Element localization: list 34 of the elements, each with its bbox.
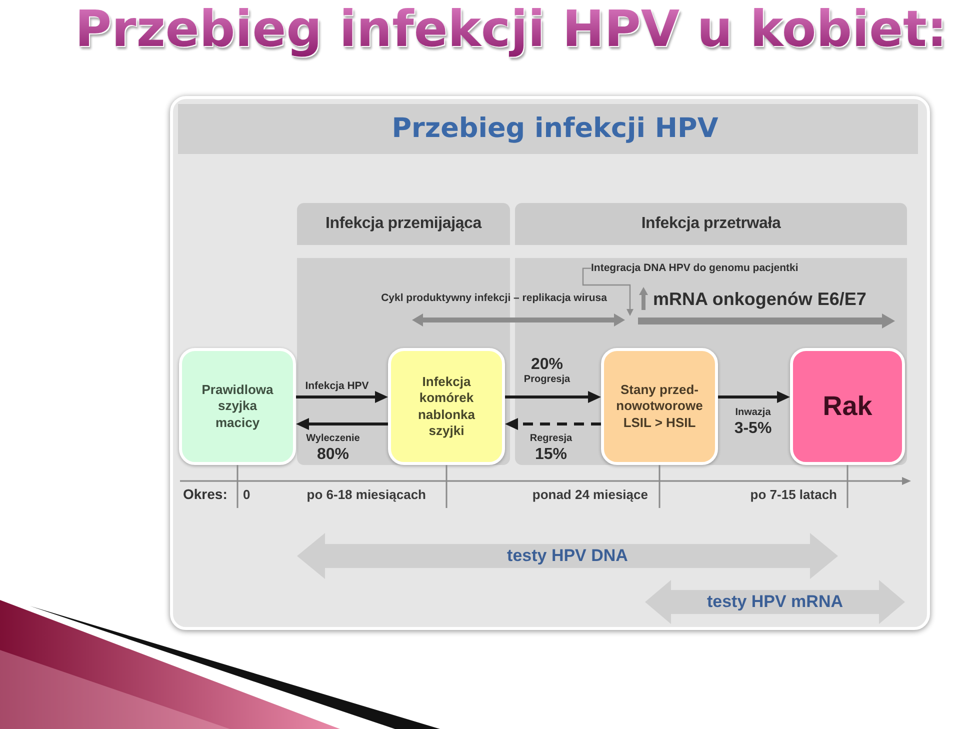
- arrow: [505, 391, 601, 403]
- band-heading: Infekcja przetrwała: [641, 214, 781, 234]
- time-label: po 7-15 latach: [750, 487, 837, 503]
- edge-label: Infekcja HPV: [305, 380, 369, 392]
- edge-label: 20% Progresja: [522, 356, 572, 386]
- phase-band: [297, 203, 510, 465]
- time-label: ponad 24 miesiące: [532, 487, 648, 503]
- phase-band: [515, 203, 907, 465]
- stage-box: [388, 348, 505, 465]
- range-label: mRNA onkogenów E6/E7: [653, 288, 866, 310]
- stage-label: Prawidlowa szyjka macicy: [200, 382, 274, 431]
- arrow: [718, 391, 790, 403]
- range-label: Cykl produktywny infekcji – replikacja wirusa: [381, 292, 607, 305]
- arrow-label: testy HPV DNA: [507, 546, 628, 566]
- stage-label: Rak: [822, 390, 872, 423]
- band-heading: Infekcja przemijająca: [326, 214, 482, 234]
- edge-label: Regresja 15%: [528, 432, 574, 465]
- annotation-text: Integracja DNA HPV do genomu pacjentki: [591, 262, 798, 275]
- time-label: 0: [243, 487, 250, 503]
- stage-box: [790, 348, 905, 465]
- arrow: [505, 418, 601, 430]
- arrow: [296, 391, 388, 403]
- axis-label: Okres:: [183, 486, 228, 503]
- stage-box: [601, 348, 718, 465]
- time-label: po 6-18 miesiącach: [306, 487, 426, 503]
- arrow: [296, 418, 388, 430]
- edge-label: Wyleczenie 80%: [305, 432, 361, 465]
- stage-label: Infekcja komórek nablonka szyjki: [416, 374, 476, 439]
- edge-label: Inwazja 3-5%: [733, 406, 773, 439]
- leader-line: [582, 268, 634, 316]
- arrow-label: testy HPV mRNA: [706, 592, 844, 612]
- stage-label: Stany przed- nowotworowe LSIL > HSIL: [615, 382, 704, 431]
- panel-title: Przebieg infekcji HPV: [392, 112, 718, 146]
- stage-box: [179, 348, 296, 465]
